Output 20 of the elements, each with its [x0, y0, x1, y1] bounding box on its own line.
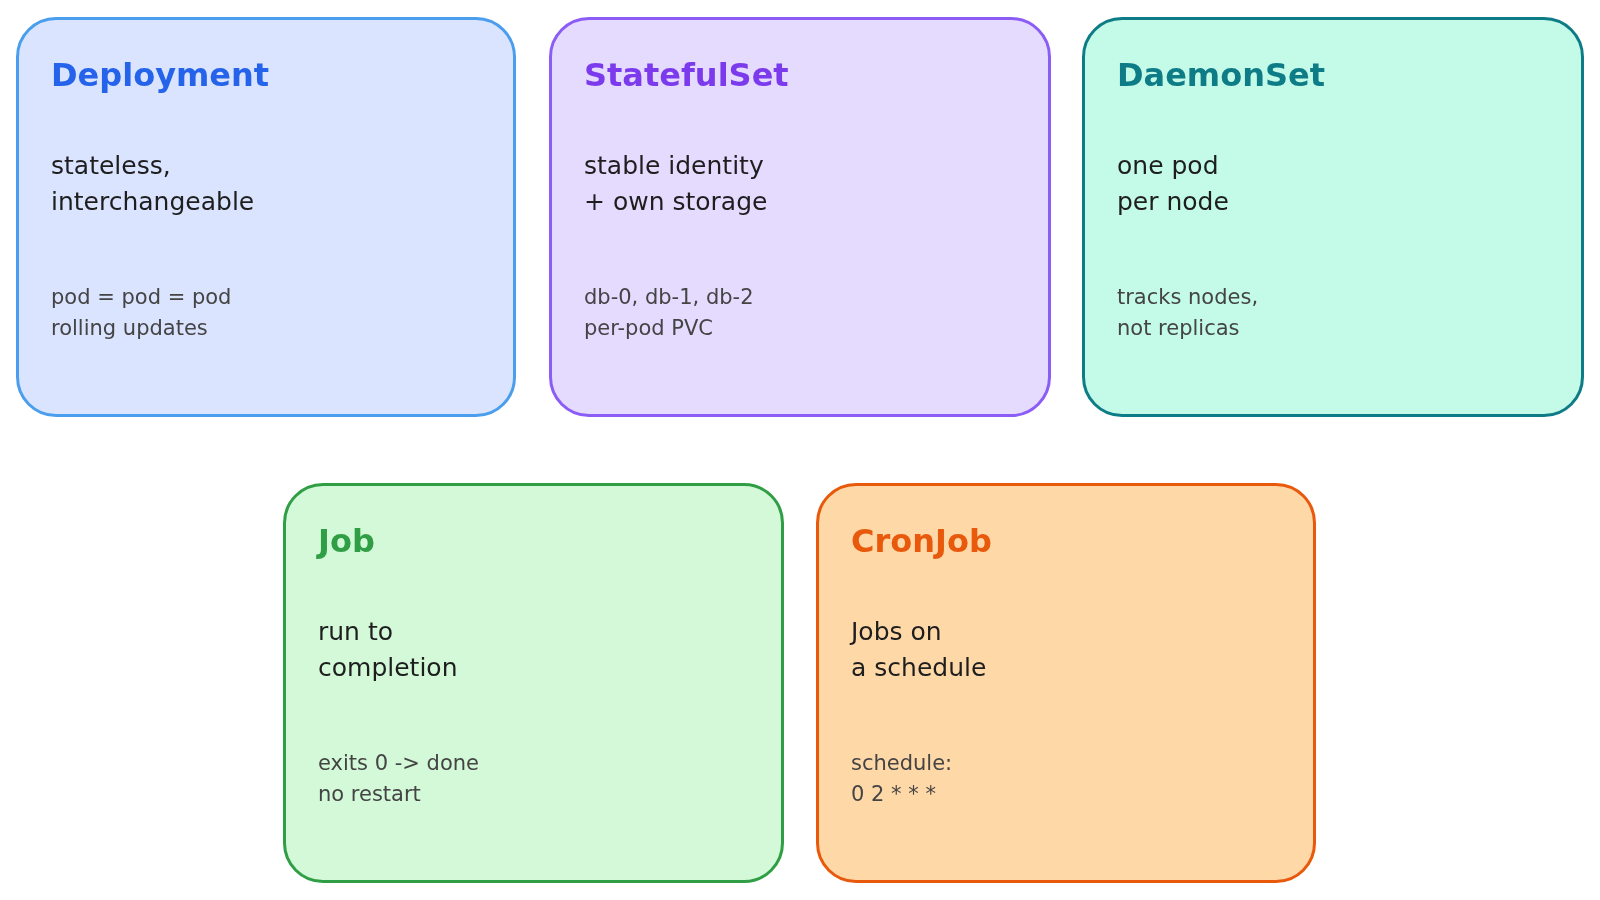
card-note: pod = pod = pod rolling updates	[51, 284, 232, 342]
info-card	[549, 17, 1051, 417]
card-title: DaemonSet	[1117, 56, 1325, 94]
info-card	[1082, 17, 1584, 417]
card-description: Jobs on a schedule	[851, 616, 987, 684]
card-description: stable identity + own storage	[584, 150, 768, 218]
card-title: Deployment	[51, 56, 270, 94]
card-title: CronJob	[851, 522, 992, 560]
card-description: run to completion	[318, 616, 458, 684]
card-description: one pod per node	[1117, 150, 1229, 218]
card-note: db-0, db-1, db-2 per-pod PVC	[584, 284, 754, 342]
card-title: StatefulSet	[584, 56, 789, 94]
info-card	[816, 483, 1316, 883]
card-note: schedule: 0 2 * * *	[851, 750, 953, 808]
info-card	[16, 17, 516, 417]
info-card	[283, 483, 784, 883]
card-title: Job	[318, 522, 375, 560]
card-note: exits 0 -> done no restart	[318, 750, 479, 808]
card-note: tracks nodes, not replicas	[1117, 284, 1259, 342]
card-description: stateless, interchangeable	[51, 150, 255, 218]
